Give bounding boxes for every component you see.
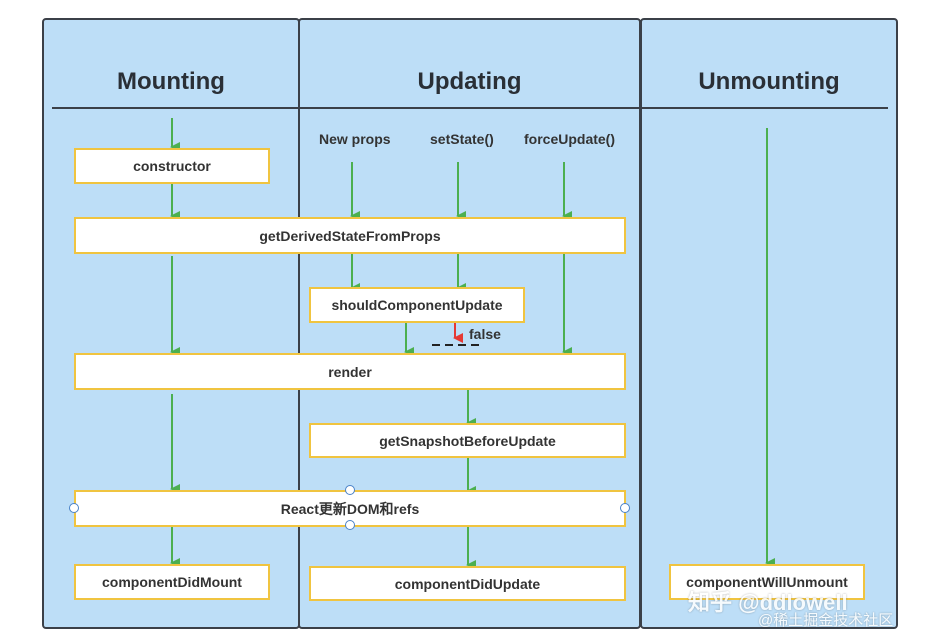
selection-handle-top[interactable] xyxy=(345,485,355,495)
trigger-force-update: forceUpdate() xyxy=(524,131,616,147)
false-label: false xyxy=(469,326,501,342)
selection-handle-bottom[interactable] xyxy=(345,520,355,530)
trigger-new-props: New props xyxy=(319,131,391,147)
mounting-title: Mounting xyxy=(117,68,225,95)
unmounting-title: Unmounting xyxy=(698,68,840,95)
component-did-mount-box: componentDidMount xyxy=(74,564,270,600)
unmounting-panel: Unmounting xyxy=(640,18,898,629)
get-snapshot-box: getSnapshotBeforeUpdate xyxy=(309,423,626,458)
constructor-box: constructor xyxy=(74,148,270,184)
updating-title: Updating xyxy=(417,68,522,95)
render-box: render xyxy=(74,353,626,390)
should-component-update-box: shouldComponentUpdate xyxy=(309,287,525,323)
juejin-watermark: @稀土掘金技术社区 xyxy=(758,612,894,629)
updating-panel: Updating xyxy=(298,18,641,629)
trigger-set-state: setState() xyxy=(430,131,494,147)
component-did-update-box: componentDidUpdate xyxy=(309,566,626,601)
component-will-unmount-box: componentWillUnmount xyxy=(669,564,865,600)
selection-handle-right[interactable] xyxy=(620,503,630,513)
zhihu-watermark: 知乎 @ddlowell xyxy=(688,590,848,615)
selection-handle-left[interactable] xyxy=(69,503,79,513)
get-derived-state-box: getDerivedStateFromProps xyxy=(74,217,626,254)
header-divider xyxy=(52,107,888,109)
